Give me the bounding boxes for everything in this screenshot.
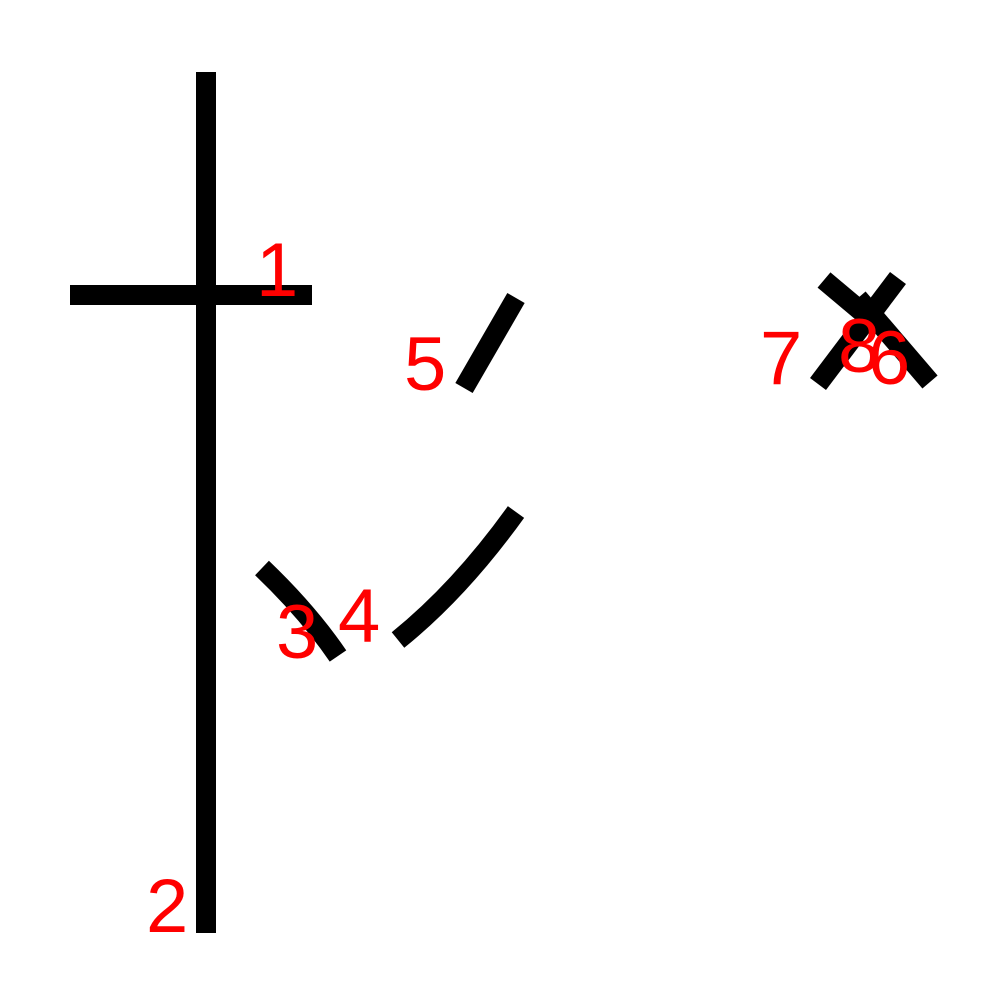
stroke-6-label: 6 bbox=[868, 316, 910, 401]
stroke-7-label: 7 bbox=[760, 316, 802, 401]
stroke-8-label: 8 bbox=[838, 304, 880, 389]
stroke-3-path bbox=[255, 560, 347, 662]
stroke-1-label: 1 bbox=[256, 228, 298, 313]
stroke-3-label: 3 bbox=[276, 590, 318, 675]
stroke-4-path bbox=[391, 506, 525, 648]
stroke-7-path bbox=[810, 271, 906, 391]
stroke-labels: 1 2 3 4 5 6 7 8 bbox=[146, 228, 910, 949]
stroke-8-path bbox=[817, 272, 881, 330]
stroke-5-path bbox=[455, 292, 525, 394]
stroke-4-label: 4 bbox=[338, 574, 380, 659]
stroke-5-label: 5 bbox=[404, 322, 446, 407]
stroke-paths bbox=[70, 72, 938, 933]
stroke-2-label: 2 bbox=[146, 864, 188, 949]
